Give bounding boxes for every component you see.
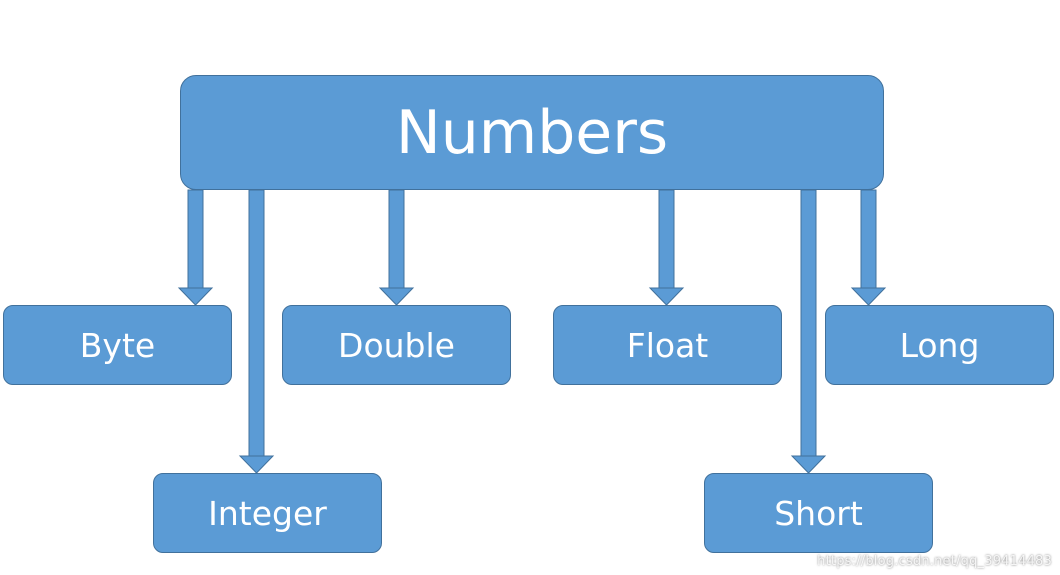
float-label: Float — [626, 325, 709, 365]
short-node: Short — [704, 473, 933, 553]
arrow-numbers-to-integer — [238, 189, 275, 474]
arrow-numbers-to-short — [790, 189, 827, 474]
arrow-numbers-to-long — [850, 189, 887, 306]
float-node: Float — [553, 305, 782, 385]
arrow-numbers-to-byte — [177, 189, 214, 306]
integer-node: Integer — [153, 473, 382, 553]
long-label: Long — [899, 325, 980, 365]
double-node: Double — [282, 305, 511, 385]
double-label: Double — [338, 325, 455, 365]
byte-label: Byte — [79, 325, 156, 365]
numbers-root-node: Numbers — [180, 75, 884, 190]
short-label: Short — [774, 493, 863, 533]
arrow-numbers-to-double — [378, 189, 415, 306]
numbers-label: Numbers — [395, 97, 669, 168]
arrow-numbers-to-float — [648, 189, 685, 306]
integer-label: Integer — [208, 493, 327, 533]
byte-node: Byte — [3, 305, 232, 385]
long-node: Long — [825, 305, 1054, 385]
source-watermark: https://blog.csdn.net/qq_39414483 — [817, 554, 1052, 569]
